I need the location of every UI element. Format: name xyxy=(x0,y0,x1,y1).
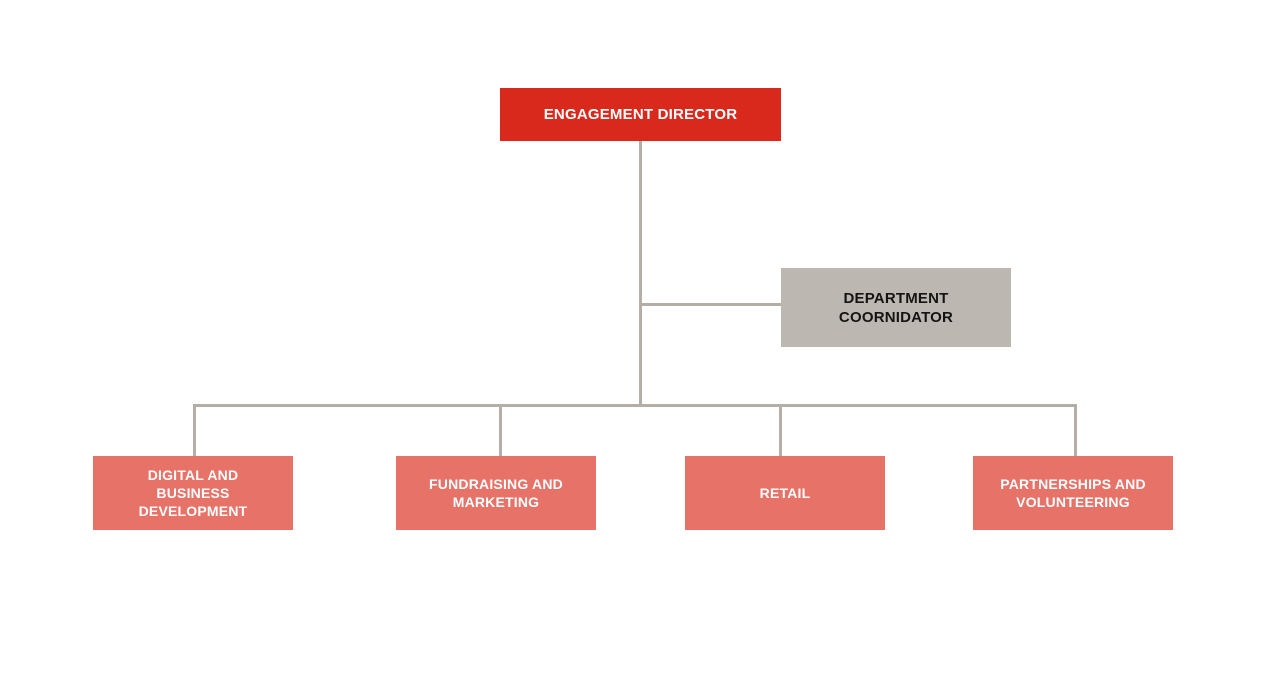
connector-drop-fundraising xyxy=(499,404,502,456)
org-node-label: ENGAGEMENT DIRECTOR xyxy=(543,106,738,123)
connector-drop-digital xyxy=(193,404,196,456)
org-node-fundraising-and-marketing[interactable]: FUNDRAISING AND MARKETING xyxy=(396,456,596,530)
org-node-label: PARTNERSHIPS AND VOLUNTEERING xyxy=(1000,476,1146,510)
connector-departments-bus xyxy=(193,404,1077,407)
org-node-label: RETAIL xyxy=(759,485,811,501)
org-node-label: DIGITAL AND BUSINESS DEVELOPMENT xyxy=(138,467,248,519)
org-node-partnerships-and-volunteering[interactable]: PARTNERSHIPS AND VOLUNTEERING xyxy=(973,456,1173,530)
connector-drop-retail xyxy=(779,404,782,456)
connector-drop-partnerships xyxy=(1074,404,1077,456)
org-node-digital-and-business-development[interactable]: DIGITAL AND BUSINESS DEVELOPMENT xyxy=(93,456,293,530)
connector-coordinator-branch xyxy=(640,303,781,306)
connector-director-trunk xyxy=(639,141,642,407)
org-node-department-coornidator[interactable]: DEPARTMENT COORNIDATOR xyxy=(781,268,1011,347)
org-node-label: DEPARTMENT COORNIDATOR xyxy=(838,289,954,326)
org-node-engagement-director[interactable]: ENGAGEMENT DIRECTOR xyxy=(500,88,781,141)
org-node-label: FUNDRAISING AND MARKETING xyxy=(429,476,563,510)
org-node-retail[interactable]: RETAIL xyxy=(685,456,885,530)
